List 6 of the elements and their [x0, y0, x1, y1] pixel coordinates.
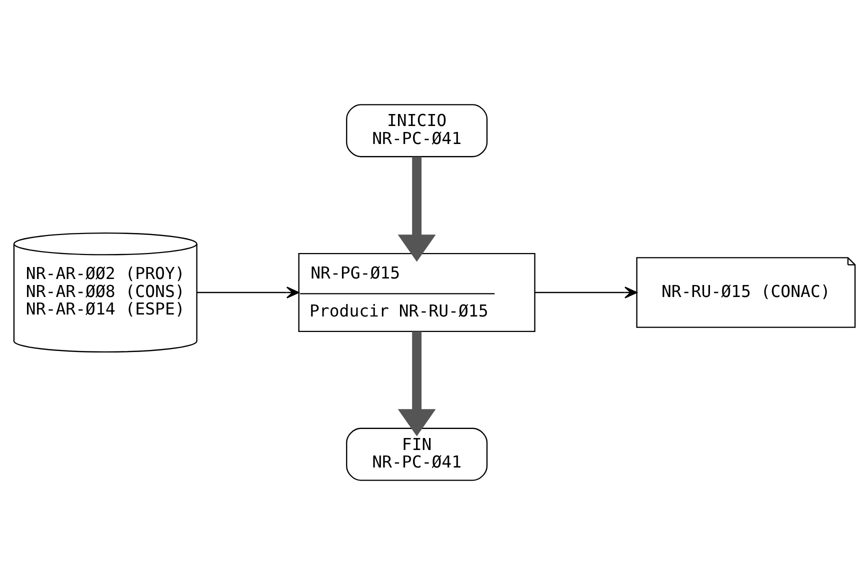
node-box: INICIO NR-PC-Ø41 — [346, 104, 488, 157]
arrow — [196, 286, 299, 298]
arrow — [397, 156, 436, 262]
arrow — [397, 330, 436, 436]
arrow — [534, 286, 637, 298]
node-box: FIN NR-PC-Ø41 — [346, 427, 488, 480]
